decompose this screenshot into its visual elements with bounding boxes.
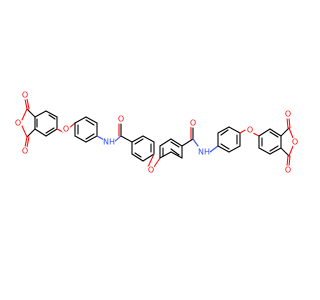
atom-o11-label: O bbox=[285, 166, 291, 175]
atom-o4-label: O bbox=[63, 125, 69, 134]
atom-n2: NH bbox=[198, 147, 210, 157]
right-phenylene-ring bbox=[209, 126, 248, 153]
atom-label-layer: O O O O NH O O O bbox=[13, 90, 300, 175]
molecule-structure-diagram: O O O O NH O O O bbox=[0, 0, 300, 300]
atom-o6: O bbox=[146, 165, 156, 175]
atom-o3-label: O bbox=[22, 147, 28, 156]
atom-o7: O bbox=[188, 118, 198, 128]
atom-n1-label: NH bbox=[103, 138, 115, 147]
atom-o8-label: O bbox=[247, 126, 253, 135]
atom-o8: O bbox=[245, 125, 255, 135]
atom-o5-label: O bbox=[118, 115, 124, 124]
atom-n2-label: NH bbox=[198, 148, 210, 157]
atom-o11: O bbox=[283, 165, 293, 175]
atom-o5: O bbox=[116, 114, 126, 124]
atom-n1: NH bbox=[103, 137, 115, 147]
right-benzamide-group bbox=[153, 126, 199, 168]
atom-o9: O bbox=[283, 109, 293, 119]
atom-o10-label: O bbox=[292, 138, 298, 147]
atom-o3: O bbox=[20, 146, 30, 156]
atom-o4: O bbox=[61, 124, 71, 134]
atom-o1: O bbox=[20, 90, 30, 100]
right-anhydride-group bbox=[252, 117, 294, 167]
atom-o9-label: O bbox=[285, 110, 291, 119]
atom-o6-label: O bbox=[148, 166, 154, 175]
bond-layer bbox=[21, 98, 294, 168]
atom-o2-label: O bbox=[15, 119, 21, 128]
canvas-background bbox=[0, 0, 300, 300]
left-benzamide-group bbox=[113, 122, 155, 168]
atom-o2: O bbox=[13, 118, 23, 128]
left-anhydride-group bbox=[21, 98, 66, 148]
atom-o10: O bbox=[290, 137, 300, 147]
atom-o7-label: O bbox=[190, 119, 196, 128]
atom-o1-label: O bbox=[22, 91, 28, 100]
